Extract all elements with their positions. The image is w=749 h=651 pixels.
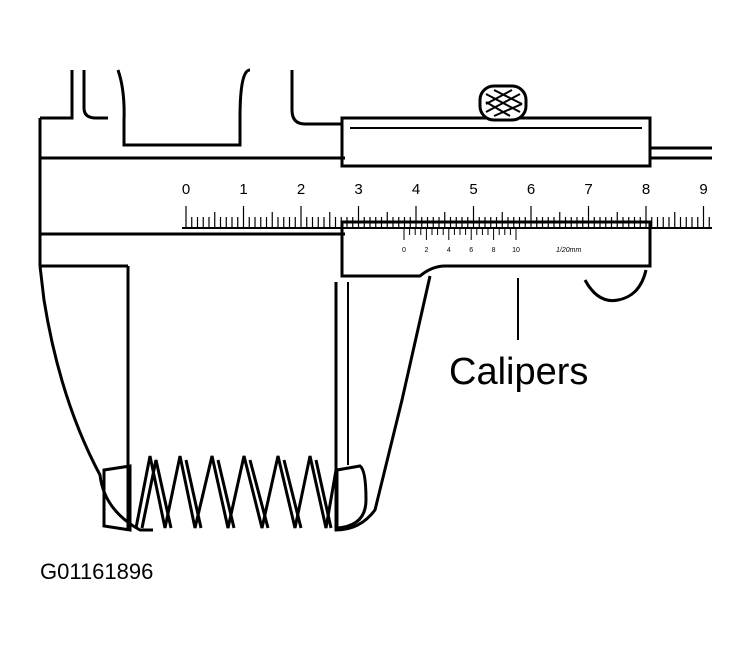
vernier-label: 8 xyxy=(492,247,496,254)
main-scale-label: 2 xyxy=(297,181,305,198)
main-scale-label: 7 xyxy=(584,181,592,198)
main-scale-label: 0 xyxy=(182,181,190,198)
depth-rod xyxy=(650,146,712,160)
main-scale-label: 5 xyxy=(469,181,477,198)
upper-jaws xyxy=(40,68,342,147)
thumb-wheel[interactable] xyxy=(478,84,528,122)
main-scale-label: 4 xyxy=(412,181,420,198)
fixed-jaw xyxy=(38,265,153,532)
main-beam xyxy=(38,118,345,268)
main-scale-label: 9 xyxy=(699,181,707,198)
vernier-scale: 0 2 4 6 8 10 1/20mm xyxy=(402,228,581,254)
main-scale-label: 6 xyxy=(527,181,535,198)
vernier-label: 2 xyxy=(424,247,428,254)
main-scale-label: 3 xyxy=(354,181,362,198)
spring xyxy=(102,455,368,532)
vernier-label: 6 xyxy=(469,247,473,254)
main-scale: 0 1 2 3 4 5 6 7 8 9 xyxy=(182,181,712,229)
main-scale-label: 1 xyxy=(239,181,247,198)
lock-screw[interactable] xyxy=(583,269,648,303)
figure-id: G01161896 xyxy=(40,559,153,584)
sliding-head xyxy=(340,116,652,278)
sliding-jaw xyxy=(334,275,432,532)
vernier-label: 4 xyxy=(447,247,451,254)
vernier-resolution-label: 1/20mm xyxy=(556,247,581,254)
vernier-label: 0 xyxy=(402,247,406,254)
callout-label: Calipers xyxy=(449,351,588,393)
vernier-label: 10 xyxy=(512,247,520,254)
main-scale-label: 8 xyxy=(642,181,650,198)
